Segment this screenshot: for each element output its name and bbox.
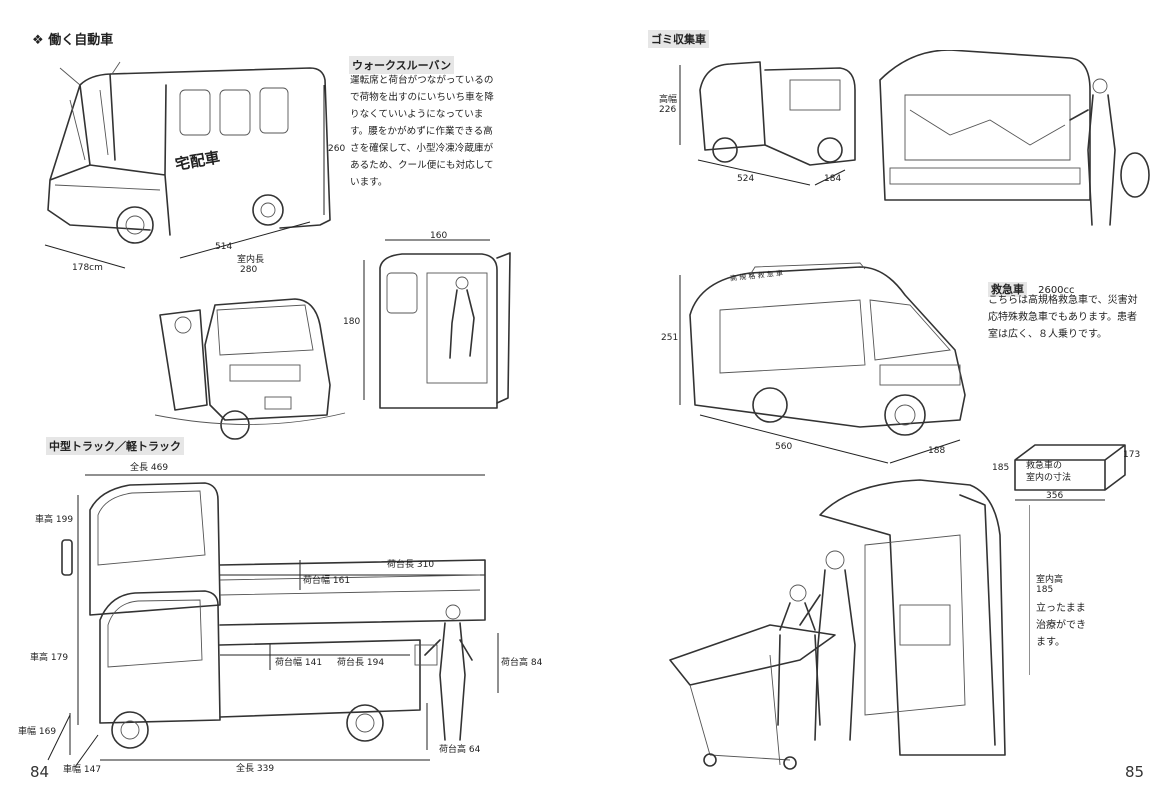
interior-box-depth: 173 (1123, 450, 1141, 460)
van-desc-line: 運転席と荷台がつながっているの (350, 75, 494, 86)
large-truck-height: 車高 199 (35, 515, 74, 525)
page-number-right: 85 (1125, 763, 1145, 781)
small-truck-bed-height: 荷台高 64 (439, 745, 481, 755)
small-truck-bed-width: 荷台幅 141 (275, 658, 323, 668)
garbage-truck-title: ゴミ収集車 (648, 30, 709, 48)
large-truck-width: 車幅 169 (18, 727, 57, 737)
large-truck-bed-height: 荷台高 84 (501, 658, 543, 668)
van-description: 運転席と荷台がつながっているの で荷物を出すのにいちいち車を降 りなくていいよう… (350, 72, 494, 191)
van-desc-line: あるため、クール便にも対応して (350, 160, 494, 171)
van-interior-length-value: 280 (240, 265, 258, 275)
section-title: ❖ 働く自動車 (32, 29, 113, 48)
small-truck-bed-length: 荷台長 194 (337, 658, 385, 668)
ambulance-width-label: 188 (928, 446, 946, 456)
ambulance-desc-line: 室は広く、８人乗りです。 (988, 329, 1107, 340)
interior-box-height: 185 (992, 463, 1010, 473)
interior-note-line: 治療ができ (1036, 620, 1086, 631)
interior-box-label-2: 室内の寸法 (1026, 473, 1072, 483)
van-rear-dimension-lines (363, 239, 490, 400)
garbage-height-value: 226 (659, 105, 677, 115)
van-rear-open-illustration (379, 252, 511, 409)
ambulance-desc-line: こちらは高規格救急車で、災害対 (988, 295, 1138, 306)
van-title: ウォークスルーバン (349, 56, 455, 74)
large-truck-bed-width: 荷台幅 161 (303, 576, 351, 586)
ambulance-description: こちらは高規格救急車で、災害対 応特殊救急車でもあります。患者 室は広く、８人乗… (988, 292, 1138, 343)
interior-box-label-1: 救急車の (1026, 461, 1063, 471)
large-truck-total-length: 全長 469 (130, 463, 169, 473)
ambulance-interior-illustration (669, 479, 1030, 770)
van-height-label: 260 (328, 144, 346, 154)
small-van-front-illustration (155, 298, 346, 440)
van-desc-line: す。腰をかがめずに作業できる高 (350, 126, 493, 137)
interior-note-line: 立ったまま (1036, 603, 1086, 614)
van-desc-line: りなくていいようになっていま (350, 109, 484, 120)
interior-box-length: 356 (1046, 491, 1064, 501)
interior-dimension-box (1014, 444, 1126, 501)
van-door-height-label: 180 (343, 317, 361, 327)
garbage-width-label: 184 (824, 174, 842, 184)
garbage-height-label: 高幅 (659, 95, 678, 105)
van-desc-line: います。 (350, 177, 388, 188)
interior-note-line: ます。 (1036, 637, 1065, 648)
ambulance-heading: 救急車 2600cc (988, 278, 1075, 297)
large-truck-bed-length: 荷台長 310 (387, 560, 435, 570)
interior-height-label: 室内高 (1036, 575, 1064, 585)
van-dimension-lines (44, 85, 325, 269)
van-desc-line: で荷物を出すのにいちいち車を降 (350, 92, 494, 103)
ambulance-engine: 2600cc (1038, 285, 1075, 296)
walkthrough-van-illustration (47, 61, 331, 244)
truck-title: 中型トラック／軽トラック (46, 437, 184, 455)
interior-height-value: 185 (1036, 585, 1054, 595)
small-truck-width: 車幅 147 (63, 765, 102, 775)
page-number-left: 84 (30, 763, 50, 781)
van-door-width-label: 160 (430, 231, 448, 241)
ambulance-desc-line: 応特殊救急車でもあります。患者 (988, 312, 1137, 323)
small-truck-height: 車高 179 (30, 653, 69, 663)
truck-illustration (47, 474, 499, 768)
ambulance-length-label: 560 (775, 442, 793, 452)
section-title-text: 働く自動車 (48, 33, 114, 48)
garbage-length-label: 524 (737, 174, 755, 184)
van-desc-line: さを確保して、小型冷凍冷蔵庫が (350, 143, 494, 154)
small-truck-total-length: 全長 339 (236, 764, 275, 774)
interior-note: 立ったまま 治療ができ ます。 (1036, 600, 1086, 651)
van-interior-length-label: 室内長 (237, 255, 265, 265)
van-length-label: 514 (215, 242, 233, 252)
ambulance-title: 救急車 (988, 282, 1027, 297)
van-width-label: 178cm (72, 263, 103, 273)
ambulance-height-label: 251 (661, 333, 679, 343)
garbage-truck-illustration (679, 50, 1150, 226)
ambulance-illustration (679, 262, 966, 464)
diamond-bullet-icon: ❖ (32, 33, 44, 48)
